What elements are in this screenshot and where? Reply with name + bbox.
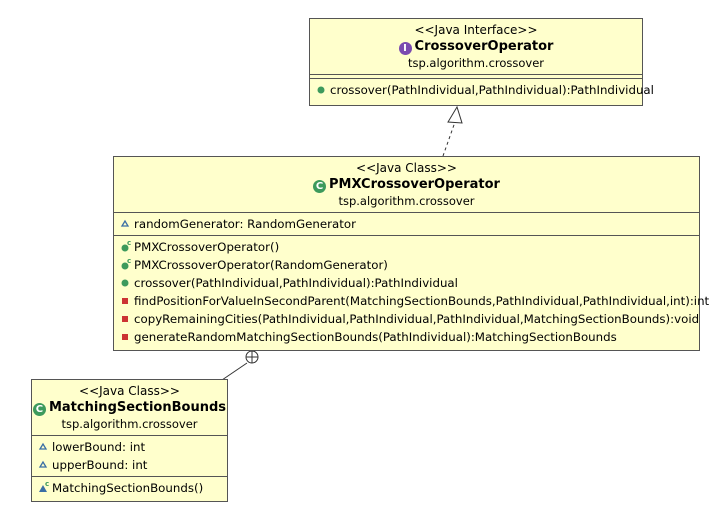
package-label: tsp.algorithm.crossover [407,56,545,70]
operation-row[interactable]: crossover(PathIndividual,PathIndividual)… [314,81,654,99]
operation-row[interactable]: copyRemainingCities(PathIndividual,PathI… [118,310,699,328]
operation-row[interactable]: generateRandomMatchingSectionBounds(Path… [118,328,695,346]
private-method-icon [122,298,128,304]
attribute-row[interactable]: upperBound: int [36,456,223,474]
attributes-section: lowerBound: int upperBound: int [32,435,227,476]
attribute-row[interactable]: randomGenerator: RandomGenerator [118,215,695,233]
attributes-section [310,74,642,78]
constructor-icon: c [121,239,131,252]
stereotype-label: <<Java Interface>> [414,23,538,37]
package-label: tsp.algorithm.crossover [61,417,198,431]
nesting-line [221,362,248,381]
package-constructor-icon: c [39,480,49,492]
stereotype-label: <<Java Class>> [356,161,457,175]
svg-text:c: c [45,480,49,488]
operations-section: c PMXCrossoverOperator() c PMXCrossoverO… [114,235,709,348]
private-method-icon [122,334,128,340]
package-field-icon [120,219,130,227]
operation-row[interactable]: c PMXCrossoverOperator() [118,238,695,256]
realization-arrowhead [447,105,463,124]
svg-text:c: c [127,239,131,247]
nesting-anchor-icon [245,350,259,364]
class-icon: C [313,180,327,193]
constructor-icon: c [121,257,131,270]
package-field-icon [38,442,48,450]
interface-icon: I [398,42,412,55]
package-field-icon [38,460,48,468]
operation-row[interactable]: findPositionForValueInSecondParent(Match… [118,292,709,310]
attribute-row[interactable]: lowerBound: int [36,438,223,456]
operation-row[interactable]: c PMXCrossoverOperator(RandomGenerator) [118,256,695,274]
public-method-icon [317,86,325,94]
operation-row[interactable]: crossover(PathIndividual,PathIndividual)… [118,274,695,292]
operations-section: c MatchingSectionBounds() [32,476,227,499]
realization-line [442,121,456,157]
stereotype-label: <<Java Class>> [79,384,180,398]
svg-text:c: c [127,257,131,265]
public-method-icon [121,279,129,287]
private-method-icon [122,316,128,322]
attributes-section: randomGenerator: RandomGenerator [114,212,699,235]
operations-section: crossover(PathIndividual,PathIndividual)… [310,78,654,101]
operation-row[interactable]: c MatchingSectionBounds() [36,479,223,497]
class-icon: C [32,403,46,416]
package-label: tsp.algorithm.crossover [338,194,475,208]
